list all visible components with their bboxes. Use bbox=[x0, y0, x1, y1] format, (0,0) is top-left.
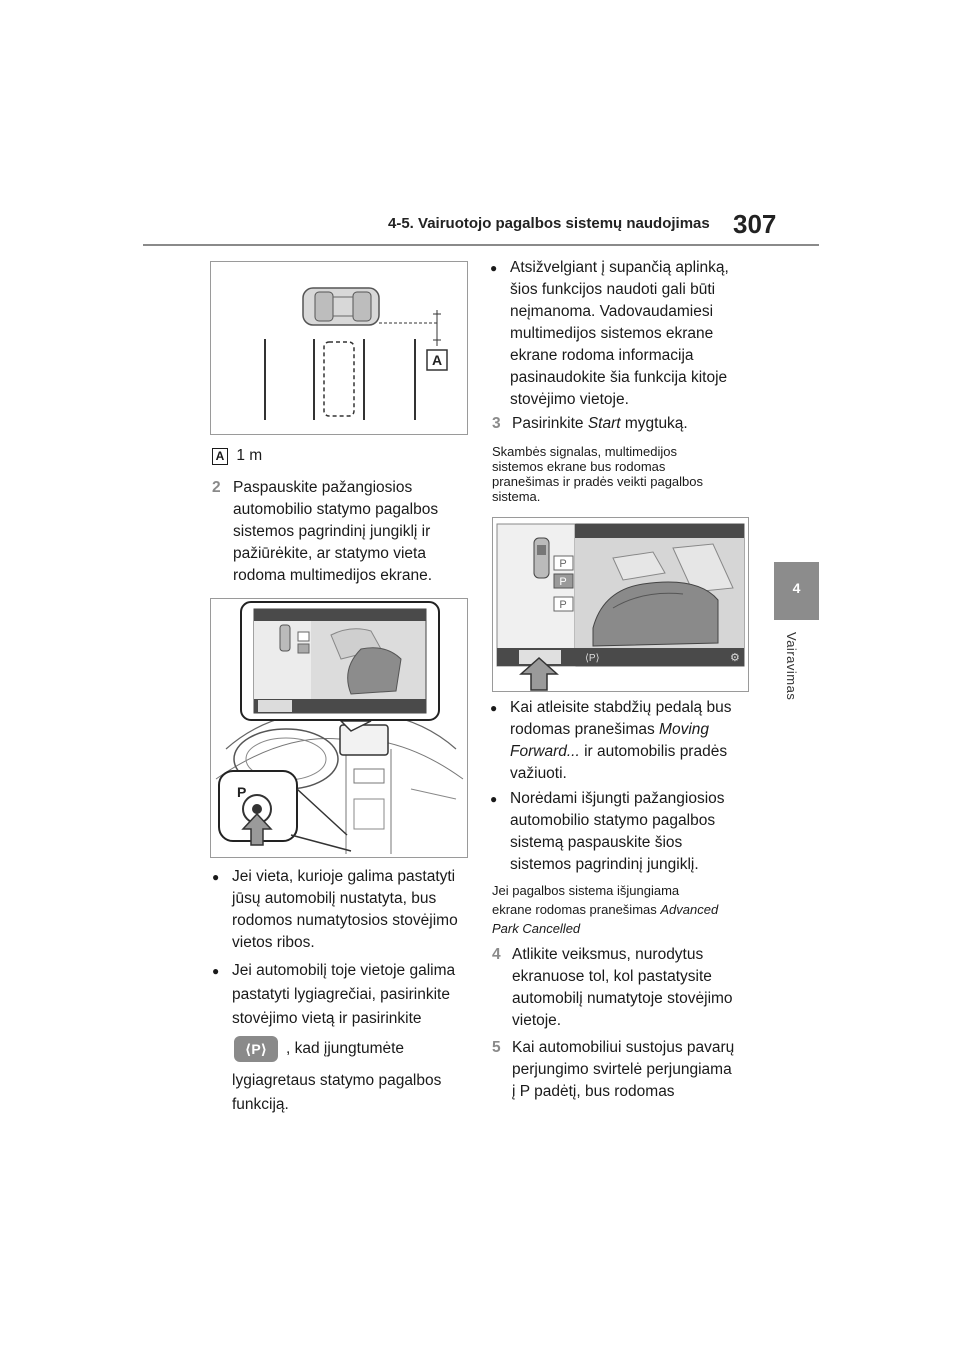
slot-p-1: P bbox=[559, 558, 566, 570]
step-5-text: Kai automobiliui sustojus pavarų perjung… bbox=[512, 1039, 735, 1100]
bullet-right-1: ● Atsižvelgiant į supančią aplinką, šios… bbox=[490, 259, 729, 408]
slot-p-2: P bbox=[559, 576, 566, 588]
svg-text:⟨P⟩: ⟨P⟩ bbox=[585, 653, 600, 664]
step-3-number: 3 bbox=[492, 415, 501, 432]
page-number: 307 bbox=[733, 209, 777, 239]
press-arrow-icon bbox=[241, 812, 273, 846]
chapter-tab bbox=[774, 562, 819, 620]
settings-gear-icon: ⚙ bbox=[730, 651, 740, 664]
bullet-left-2: ● Jei automobilį toje vietoje galima pas… bbox=[212, 962, 456, 1113]
legend-a-letter: A bbox=[212, 448, 228, 465]
section-title: 4-5. Vairuotojo pagalbos sistemų naudoji… bbox=[388, 215, 710, 232]
step-2-text: Paspauskite pažangiosios automobilio sta… bbox=[233, 479, 439, 584]
step-5-number: 5 bbox=[492, 1039, 501, 1056]
parking-diagram: A bbox=[210, 261, 468, 435]
car-top-view-icon bbox=[302, 287, 380, 326]
bullet-left-1: ● Jei vieta, kurioje galima pastatyti jū… bbox=[212, 868, 458, 951]
slot-p-3: P bbox=[559, 599, 566, 611]
legend-a: A 1 m bbox=[212, 445, 262, 467]
multimedia-screen-illustration: P P P ⟨P⟩ ⚙ bbox=[492, 517, 749, 692]
dashboard-illustration: P bbox=[210, 598, 468, 858]
header-divider bbox=[143, 244, 819, 246]
bullet-right-2: ● Kai atleisite stabdžių pedalą bus rodo… bbox=[490, 699, 732, 782]
note-1: Skambės signalas, multimedijos sistemos … bbox=[492, 444, 703, 504]
callout-a-label: A bbox=[432, 352, 442, 368]
chapter-label: Vairavimas bbox=[784, 632, 799, 701]
step-3-text: Pasirinkite Start mygtuką. bbox=[512, 415, 688, 432]
chapter-number: 4 bbox=[792, 580, 801, 596]
parallel-parking-icon: ⟨P⟩ bbox=[234, 1036, 278, 1062]
step-2-number: 2 bbox=[212, 479, 221, 496]
step-4-number: 4 bbox=[492, 946, 501, 963]
step-4-text: Atlikite veiksmus, nurodytus ekranuose t… bbox=[512, 946, 733, 1029]
note-2: Jei pagalbos sistema išjungiama ekrane r… bbox=[492, 883, 719, 936]
legend-a-text: 1 m bbox=[236, 447, 263, 464]
press-arrow-icon bbox=[519, 656, 559, 691]
gear-p-label: P bbox=[237, 784, 246, 800]
bullet-right-3: ● Norėdami išjungti pažangiosios automob… bbox=[490, 790, 725, 873]
